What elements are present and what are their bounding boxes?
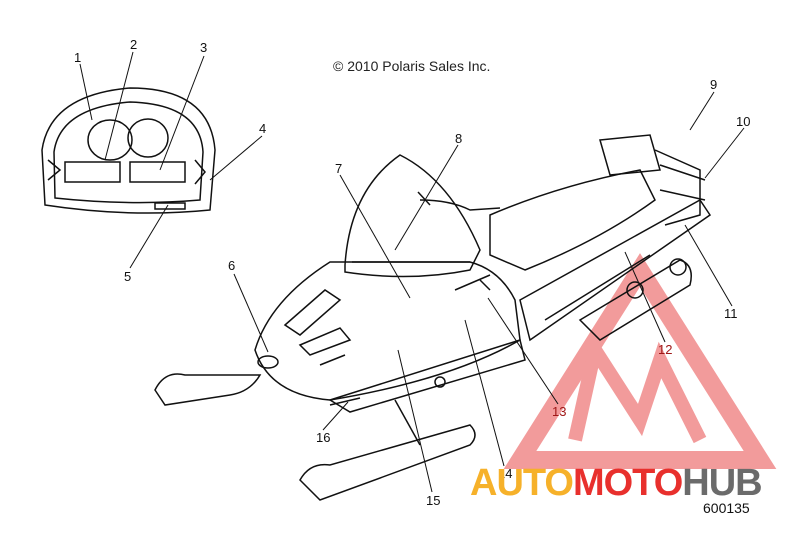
callout-10: 10 [736,114,750,129]
callout-14: 14 [498,466,512,481]
leader-5 [129,204,169,269]
leader-15 [397,349,433,493]
callout-11: 11 [724,306,738,321]
leader-10 [704,127,745,179]
leader-11 [684,224,733,307]
callout-12: 12 [658,342,672,357]
callout-15: 15 [426,493,440,508]
callout-7: 7 [335,161,342,176]
snowmobile-icon [154,134,712,501]
watermark-logo-icon [503,253,777,469]
callout-3: 3 [200,40,207,55]
leader-13 [487,297,559,405]
callout-5: 5 [124,269,131,284]
leader-6 [233,273,269,353]
leader-12 [624,251,666,343]
callout-9: 9 [710,77,717,92]
leader-7 [339,174,411,299]
leader-1 [79,63,93,121]
leader-16 [322,401,349,431]
callout-labels: 1 2 3 4 5 6 7 8 9 10 11 12 13 14 15 16 [74,37,750,508]
leader-14 [464,319,505,467]
callout-8: 8 [455,131,462,146]
watermark-auto: AUTO [470,462,574,504]
callout-4: 4 [259,121,266,136]
leader-8 [394,144,459,251]
leader-9 [689,91,715,131]
copyright-text: © 2010 Polaris Sales Inc. [333,58,491,74]
callout-2: 2 [130,37,137,52]
dashboard-inset-icon [41,87,216,214]
callout-13: 13 [552,404,566,419]
callout-6: 6 [228,258,235,273]
watermark-brand: AUTOMOTOHUB [470,462,763,505]
leader-3 [159,55,205,171]
callout-16: 16 [316,430,330,445]
leader-lines [79,51,745,493]
watermark-hub: HUB [682,462,762,504]
callout-1: 1 [74,50,81,65]
leader-4 [209,135,263,181]
leader-2 [104,51,134,161]
figure-id: 600135 [703,500,750,516]
watermark-moto: MOTO [572,462,683,504]
